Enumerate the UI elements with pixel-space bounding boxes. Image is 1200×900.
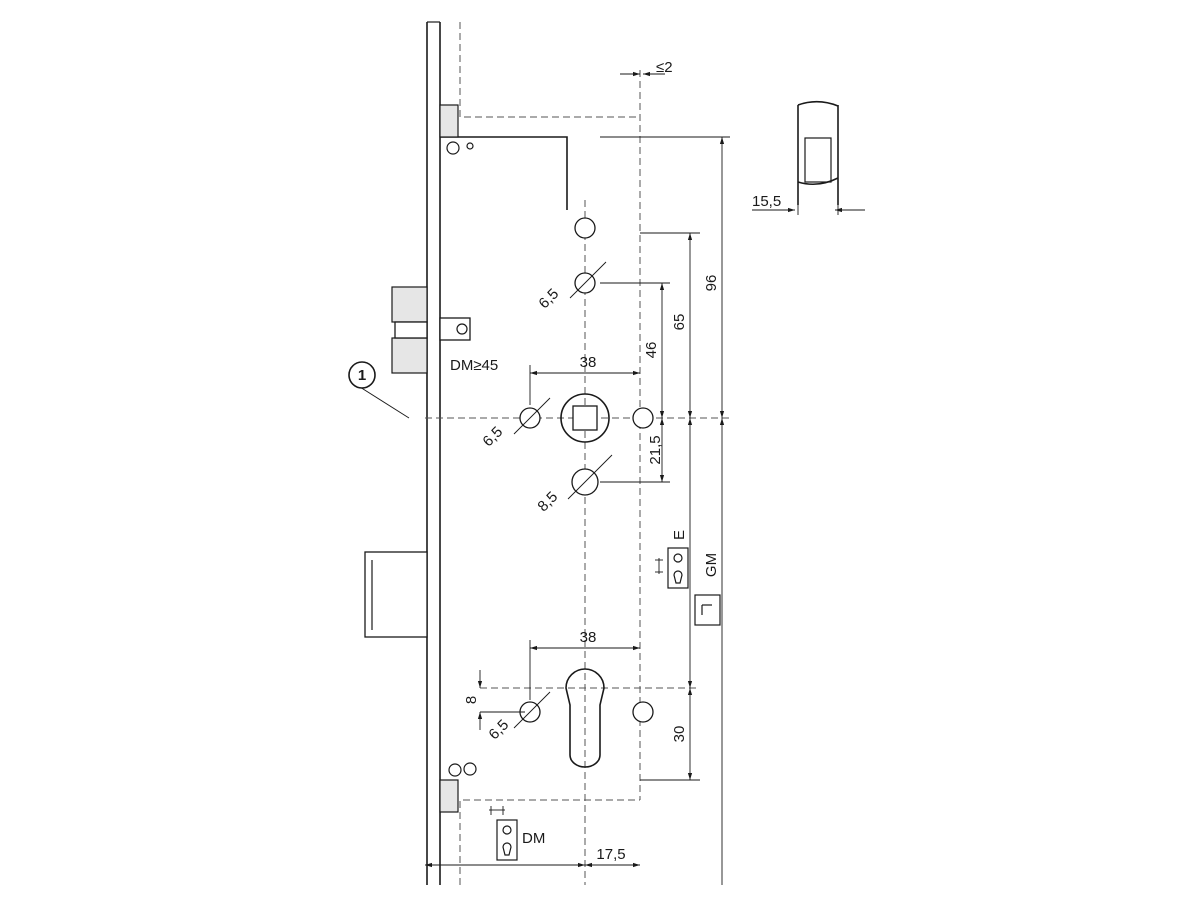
lock-case (440, 136, 568, 210)
label-e: E (671, 530, 688, 540)
dim-rail-width: 15,5 (752, 193, 781, 210)
dim-17-5: 17,5 (596, 846, 625, 863)
dim-8: 8 (463, 696, 480, 704)
dim-max-gap: ≤2 (656, 59, 673, 76)
hole-8-5: 8,5 (534, 488, 561, 515)
faceplate-fixings (439, 104, 477, 813)
dim-21-5: 21,5 (647, 435, 664, 464)
dim-38-top: 38 (580, 354, 597, 371)
hole-6-5-top: 6,5 (535, 285, 562, 312)
faceplate (426, 21, 441, 885)
hole-leaders (351, 261, 613, 729)
dim-65: 65 (671, 314, 688, 331)
fixing-holes (519, 217, 654, 723)
centre-lines (425, 200, 730, 885)
callout-1: 1 (348, 361, 376, 389)
dimension-lines (425, 71, 865, 885)
dim-96: 96 (703, 275, 720, 292)
dim-dm-45: DM≥45 (450, 357, 498, 374)
deadbolt (364, 551, 428, 638)
callout-label: 1 (358, 367, 366, 384)
cylinder-cutout (565, 668, 605, 768)
hole-6-5-bottom: 6,5 (485, 716, 512, 743)
cylinder-symbol-e (655, 547, 689, 589)
dim-30: 30 (671, 726, 688, 743)
follower-square (560, 393, 610, 443)
hole-6-5-mid: 6,5 (479, 423, 506, 450)
label-dm: DM (522, 830, 545, 847)
latch-bolt (391, 286, 471, 374)
dim-46: 46 (643, 342, 660, 359)
frame-profile (459, 22, 641, 885)
cylinder-symbol-dm (489, 806, 518, 861)
dim-38-bottom: 38 (580, 629, 597, 646)
label-gm: GM (703, 553, 720, 577)
rail-profile (797, 100, 839, 215)
gm-symbol (694, 594, 721, 626)
